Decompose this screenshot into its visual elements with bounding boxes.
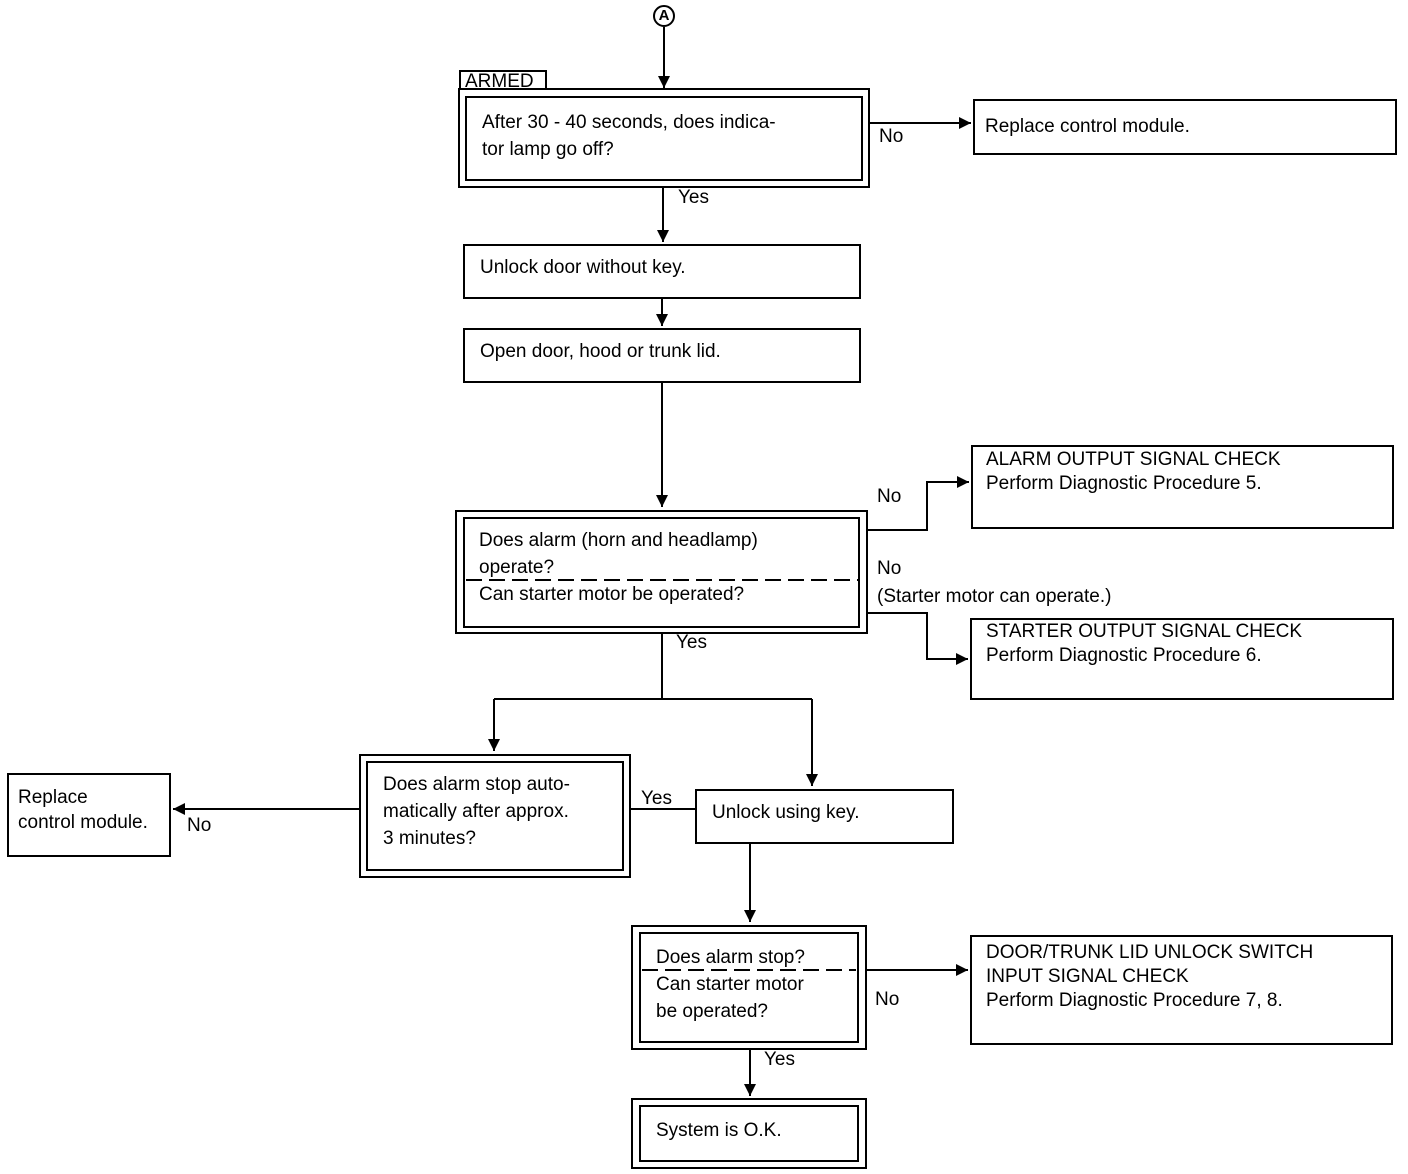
replace-module-box-1 (973, 99, 1397, 155)
q2-no-starter-label: No (877, 558, 902, 579)
q4-yes-label: Yes (764, 1049, 795, 1070)
q1-line-2: tor lamp go off? (482, 139, 614, 160)
door-check-line-3: Perform Diagnostic Procedure 7, 8. (986, 990, 1283, 1011)
starter-check-text: STARTER OUTPUT SIGNAL CHECK Perform Diag… (986, 620, 1302, 668)
starter-check-box (970, 618, 1394, 700)
arrow-q2-no-alarm (867, 476, 969, 531)
starter-check-line-2: Perform Diagnostic Procedure 6. (986, 645, 1262, 666)
q3-line-1: Does alarm stop auto- (383, 774, 570, 795)
armed-label: ARMED (465, 71, 534, 92)
door-check-line-2: INPUT SIGNAL CHECK (986, 966, 1189, 987)
open-door-text: Open door, hood or trunk lid. (480, 341, 721, 362)
replace-module-1-text: Replace control module. (985, 116, 1190, 137)
connector-a-circle (653, 5, 675, 27)
alarm-check-text: ALARM OUTPUT SIGNAL CHECK Perform Diagno… (986, 448, 1281, 496)
q4-question: Does alarm stop? Can starter motor be op… (656, 944, 805, 1025)
result-ok-text: System is O.K. (656, 1120, 782, 1141)
q3-question: Does alarm stop auto- matically after ap… (383, 771, 570, 852)
armed-tab (459, 70, 547, 89)
replace-module-2-line-1: Replace (18, 787, 88, 808)
q2-no-alarm-label: No (877, 486, 902, 507)
replace-module-2-text: Replace control module. (18, 785, 148, 835)
unlock-door-text: Unlock door without key. (480, 257, 686, 278)
q3-inner-box (366, 761, 624, 871)
alarm-check-line-1: ALARM OUTPUT SIGNAL CHECK (986, 449, 1281, 470)
q1-inner-box (465, 96, 863, 181)
door-check-line-1: DOOR/TRUNK LID UNLOCK SWITCH (986, 942, 1314, 963)
unlock-key-box (695, 789, 954, 844)
replace-module-2-line-2: control module. (18, 812, 148, 833)
alarm-check-line-2: Perform Diagnostic Procedure 5. (986, 473, 1262, 494)
door-check-text: DOOR/TRUNK LID UNLOCK SWITCH INPUT SIGNA… (986, 941, 1313, 1013)
q2-line-3: Can starter motor be operated? (479, 584, 745, 605)
q3-yes-label: Yes (641, 788, 672, 809)
q1-line-1: After 30 - 40 seconds, does indica- (482, 112, 776, 133)
q2-inner-box (463, 517, 860, 628)
q3-outer-box (359, 754, 631, 878)
q4-no-label: No (875, 989, 900, 1010)
unlock-key-text: Unlock using key. (712, 802, 860, 823)
door-check-box (970, 935, 1393, 1045)
q4-line-2: Can starter motor (656, 974, 804, 995)
arrow-q2-no-starter (867, 612, 968, 665)
q1-yes-label: Yes (678, 187, 709, 208)
q3-no-label: No (187, 815, 212, 836)
result-outer-box (631, 1098, 867, 1169)
replace-module-box-2 (7, 773, 171, 857)
starter-check-line-1: STARTER OUTPUT SIGNAL CHECK (986, 621, 1303, 642)
q4-line-3: be operated? (656, 1001, 768, 1022)
q2-line-1: Does alarm (horn and headlamp) (479, 530, 758, 551)
q1-question: After 30 - 40 seconds, does indica- tor … (482, 109, 776, 163)
q3-line-3: 3 minutes? (383, 828, 476, 849)
alarm-check-box (971, 445, 1394, 529)
q4-inner-box (639, 932, 859, 1043)
q2-question: Does alarm (horn and headlamp) operate? … (479, 527, 758, 608)
starter-note-label: (Starter motor can operate.) (877, 586, 1112, 607)
q2-line-2: operate? (479, 557, 555, 578)
q4-line-1: Does alarm stop? (656, 947, 805, 968)
q1-no-label: No (879, 126, 904, 147)
q2-yes-label: Yes (676, 632, 707, 653)
q3-line-2: matically after approx. (383, 801, 569, 822)
result-inner-box (639, 1105, 859, 1162)
connector-a-label: A (658, 7, 670, 24)
